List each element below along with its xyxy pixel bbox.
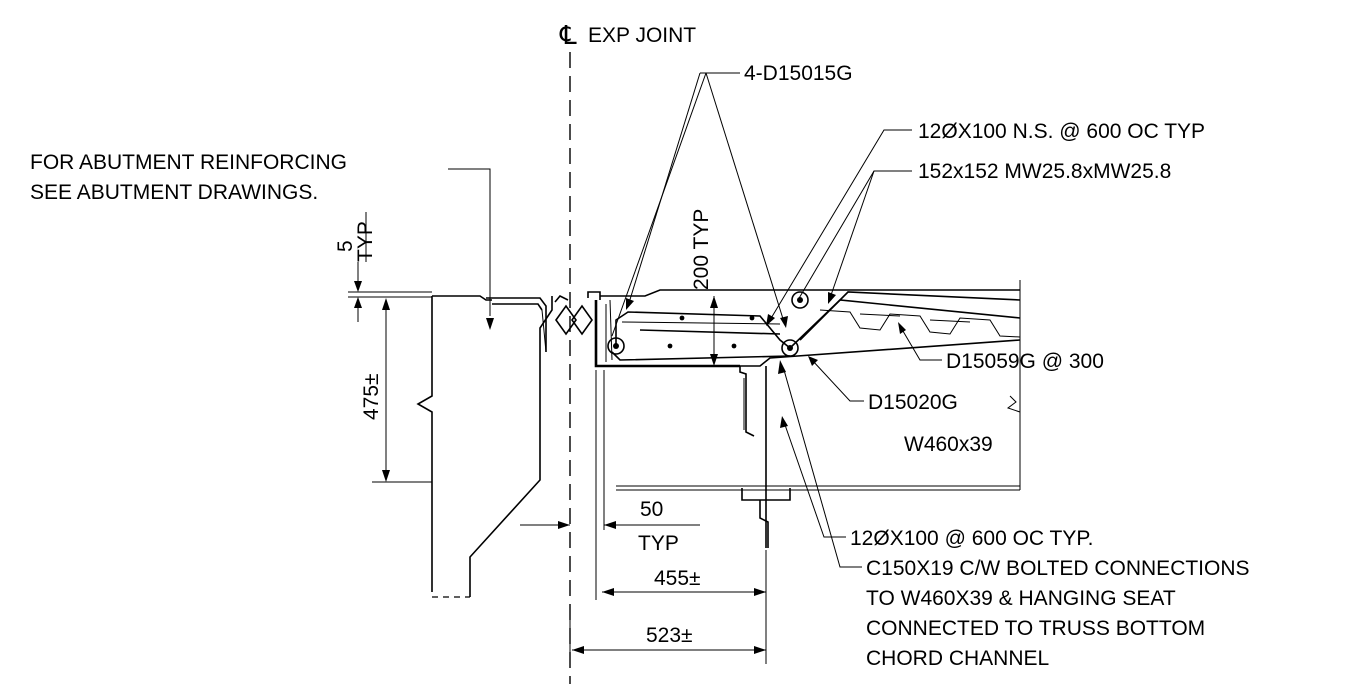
dim-200-value: 200 TYP bbox=[690, 209, 713, 290]
dim-523-value: 523± bbox=[646, 624, 693, 647]
note-d15059g: D15059G @ 300 bbox=[946, 350, 1104, 373]
note-channel-line1: C150X19 C/W BOLTED CONNECTIONS bbox=[866, 557, 1250, 580]
dim-455-value: 455± bbox=[654, 567, 701, 590]
note-bars-top: 4-D15015G bbox=[744, 62, 853, 85]
dim-475: 475± bbox=[360, 298, 432, 483]
dim-50-typ: 50 TYP bbox=[520, 370, 700, 600]
note-studs-ns: 12ØX100 N.S. @ 600 OC TYP bbox=[918, 120, 1205, 143]
dim-455: 455± bbox=[602, 550, 767, 604]
centerline-symbol: ℄ bbox=[559, 21, 577, 51]
dim-50-value: 50 bbox=[640, 498, 663, 521]
dim-475-value: 475± bbox=[360, 373, 383, 420]
centerline-label: EXP JOINT bbox=[588, 24, 696, 47]
dim-200-typ: 200 TYP bbox=[690, 209, 718, 366]
note-d15020g: D15020G bbox=[868, 391, 958, 414]
dim-5-typ: 5 TYP bbox=[334, 212, 432, 322]
note-beam: W460x39 bbox=[904, 433, 993, 456]
abutment bbox=[416, 295, 553, 598]
dim-5-value: 5 bbox=[334, 240, 357, 252]
note-mesh: 152x152 MW25.8xMW25.8 bbox=[918, 160, 1171, 183]
note-channel-line2: TO W460X39 & HANGING SEAT bbox=[866, 587, 1176, 610]
note-abutment-line2: SEE ABUTMENT DRAWINGS. bbox=[30, 181, 318, 204]
deck-slab bbox=[587, 289, 1021, 368]
dim-523: 523± bbox=[569, 604, 767, 664]
note-abutment-line1: FOR ABUTMENT REINFORCING bbox=[30, 151, 347, 174]
steel-beam bbox=[616, 280, 1021, 548]
joint-seal bbox=[554, 295, 593, 336]
dim-50-typ-label: TYP bbox=[638, 532, 679, 555]
note-studs: 12ØX100 @ 600 OC TYP. bbox=[850, 527, 1094, 550]
note-channel-line3: CONNECTED TO TRUSS BOTTOM bbox=[866, 617, 1205, 640]
note-channel-line4: CHORD CHANNEL bbox=[866, 647, 1049, 670]
